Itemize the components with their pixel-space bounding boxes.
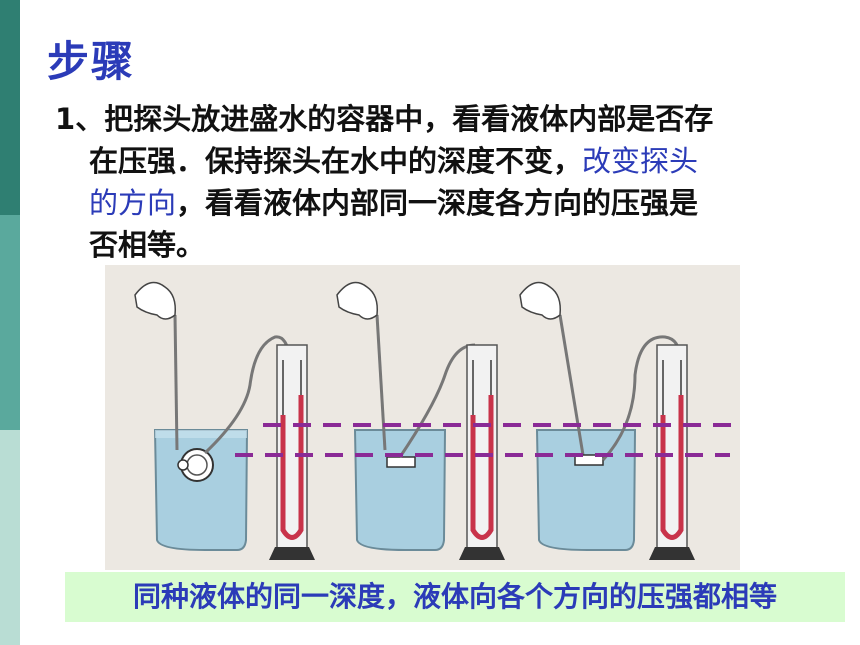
rubber-tube-1 — [203, 335, 292, 455]
hand-icon — [519, 281, 562, 320]
step-text-line3: ，看看液体内部同一深度各方向的压强是 — [176, 186, 699, 220]
probe-rod-3 — [558, 314, 585, 456]
step-text-line2: 在压强．保持探头在水中的深度不变， — [89, 144, 583, 178]
probe-icon — [386, 456, 416, 468]
probe-rod-1 — [173, 314, 179, 451]
setup-1 — [134, 281, 315, 560]
setup-3 — [519, 281, 695, 560]
sidebar-band-dark — [0, 0, 20, 215]
water-beaker-2 — [353, 429, 447, 551]
sidebar-band-mid — [0, 215, 20, 430]
conclusion-caption: 同种液体的同一深度，液体向各个方向的压强都相等 — [65, 572, 845, 622]
hand-icon — [336, 281, 379, 320]
u-tube-liquid-3 — [660, 395, 684, 540]
setup-2 — [336, 281, 505, 560]
step-highlight-2: 的方向 — [89, 186, 177, 220]
u-tube-base-3 — [649, 547, 695, 560]
water-beaker-1 — [153, 429, 249, 551]
pressure-experiment-illustration — [105, 265, 740, 570]
step-text-line1: 、把探头放进盛水的容器中，看看液体内部是否存 — [75, 102, 714, 136]
water-beaker-3 — [535, 429, 637, 551]
step-highlight-1: 改变探头 — [582, 144, 699, 178]
step-text-line4: 否相等。 — [89, 228, 206, 262]
u-tube-base-2 — [459, 547, 505, 560]
step-number: 1 — [55, 102, 76, 136]
u-tube-liquid-2 — [470, 395, 494, 540]
rubber-tube-2 — [398, 343, 476, 458]
u-tube-liquid-1 — [280, 395, 304, 540]
probe-rod-2 — [375, 314, 387, 451]
sidebar-decoration — [0, 0, 20, 645]
sidebar-band-light — [0, 430, 20, 645]
hand-icon — [134, 281, 177, 320]
u-tube-base-1 — [269, 547, 315, 560]
step-paragraph: 1、把探头放进盛水的容器中，看看液体内部是否存 在压强．保持探头在水中的深度不变… — [55, 98, 825, 266]
slide-title: 步骤 — [47, 37, 136, 86]
